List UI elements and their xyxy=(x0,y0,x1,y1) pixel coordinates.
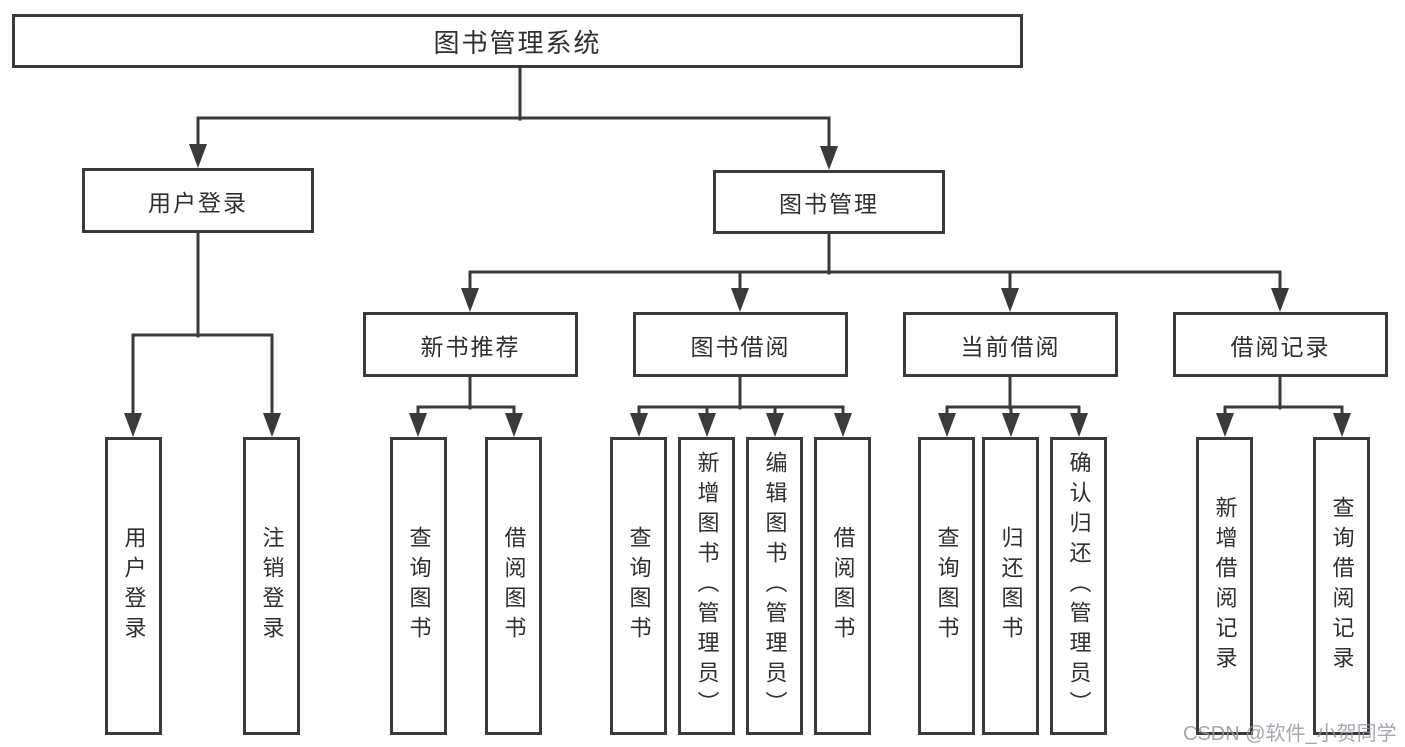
leaf-query-borrow-record-label: 查询借阅记录 xyxy=(1329,496,1355,676)
leaf-add-borrow-record: 新增借阅记录 xyxy=(1196,437,1253,735)
edges-borrow-records-to-leaves xyxy=(1216,375,1351,437)
edges-book-borrow-to-leaves xyxy=(630,375,852,437)
leaf-user-login-label: 用户登录 xyxy=(121,526,147,646)
node-borrow-records: 借阅记录 xyxy=(1173,312,1388,377)
edges-new-book-recommend-to-leaves xyxy=(409,375,523,437)
edges-book-management-to-level3 xyxy=(461,232,1289,312)
leaf-return-books-label: 归还图书 xyxy=(998,526,1024,646)
leaf-return-books: 归还图书 xyxy=(982,437,1039,735)
node-new-book-recommend: 新书推荐 xyxy=(363,312,578,377)
leaf-user-login: 用户登录 xyxy=(105,437,162,735)
leaf-confirm-return-admin-label: 确认归还（管理员） xyxy=(1066,451,1092,721)
leaf-add-borrow-record-label: 新增借阅记录 xyxy=(1212,496,1238,676)
node-user-login: 用户登录 xyxy=(82,168,314,233)
leaf-edit-books-admin-label: 编辑图书（管理员） xyxy=(762,451,788,721)
leaf-confirm-return-admin: 确认归还（管理员） xyxy=(1050,437,1107,735)
edges-user-login-to-leaves xyxy=(124,231,281,437)
leaf-query-books-current: 查询图书 xyxy=(918,437,975,735)
node-root-system: 图书管理系统 xyxy=(12,14,1023,68)
leaf-borrow-books-recommend: 借阅图书 xyxy=(485,437,542,735)
leaf-query-books-current-label: 查询图书 xyxy=(934,526,960,646)
leaf-query-books-recommend-label: 查询图书 xyxy=(406,526,432,646)
csdn-watermark: CSDN @软件_小贺同学 xyxy=(1183,723,1397,745)
leaf-add-books-admin: 新增图书（管理员） xyxy=(678,437,735,735)
leaf-logout: 注销登录 xyxy=(243,437,300,735)
leaf-add-books-admin-label: 新增图书（管理员） xyxy=(694,451,720,721)
leaf-edit-books-admin: 编辑图书（管理员） xyxy=(746,437,803,735)
leaf-borrow-books-label: 借阅图书 xyxy=(830,526,856,646)
leaf-query-books-borrow-label: 查询图书 xyxy=(626,526,652,646)
node-current-borrow: 当前借阅 xyxy=(903,312,1118,377)
edges-current-borrow-to-leaves xyxy=(938,375,1088,437)
leaf-query-books-recommend: 查询图书 xyxy=(390,437,447,735)
leaf-borrow-books: 借阅图书 xyxy=(814,437,871,735)
edges-root-to-level2 xyxy=(189,65,838,170)
leaf-query-books-borrow: 查询图书 xyxy=(610,437,667,735)
node-book-management: 图书管理 xyxy=(713,170,945,234)
node-book-borrow: 图书借阅 xyxy=(633,312,848,377)
leaf-query-borrow-record: 查询借阅记录 xyxy=(1313,437,1370,735)
leaf-logout-label: 注销登录 xyxy=(259,526,285,646)
leaf-borrow-books-recommend-label: 借阅图书 xyxy=(501,526,527,646)
